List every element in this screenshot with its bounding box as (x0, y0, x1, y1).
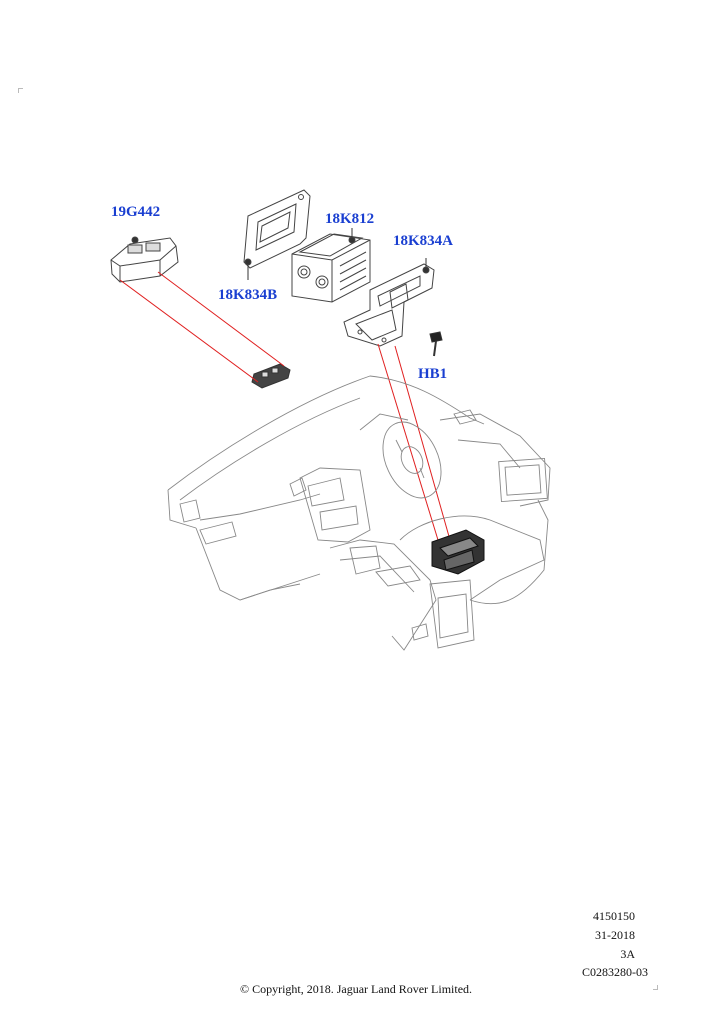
part-19g442-switch[interactable] (110, 236, 179, 283)
part-hb1-bolt[interactable] (429, 331, 443, 357)
part-19g442-detail (251, 363, 291, 389)
installed-module-highlight (431, 529, 485, 575)
part-18k812-module[interactable] (291, 228, 371, 303)
callout-hb1[interactable]: HB1 (418, 366, 448, 382)
leader-lines (119, 271, 451, 541)
callout-19g442[interactable]: 19G442 (111, 204, 161, 220)
callout-18k834a[interactable]: 18K834A (393, 233, 453, 249)
copyright-notice: © Copyright, 2018. Jaguar Land Rover Lim… (239, 982, 473, 996)
crop-mark-top-left (18, 88, 23, 93)
revision: 3A (620, 947, 635, 961)
part-18k834a-bracket[interactable] (343, 258, 435, 347)
date-code: 31-2018 (595, 928, 635, 942)
part-18k834b-bracket[interactable] (243, 189, 311, 280)
reference-number: 4150150 (593, 909, 635, 923)
callout-18k812[interactable]: 18K812 (325, 211, 375, 227)
callout-18k834b[interactable]: 18K834B (218, 287, 278, 303)
crop-mark-bottom-right (653, 985, 658, 990)
illustration-id: C0283280-03 (582, 965, 648, 979)
vehicle-interior (167, 375, 551, 651)
